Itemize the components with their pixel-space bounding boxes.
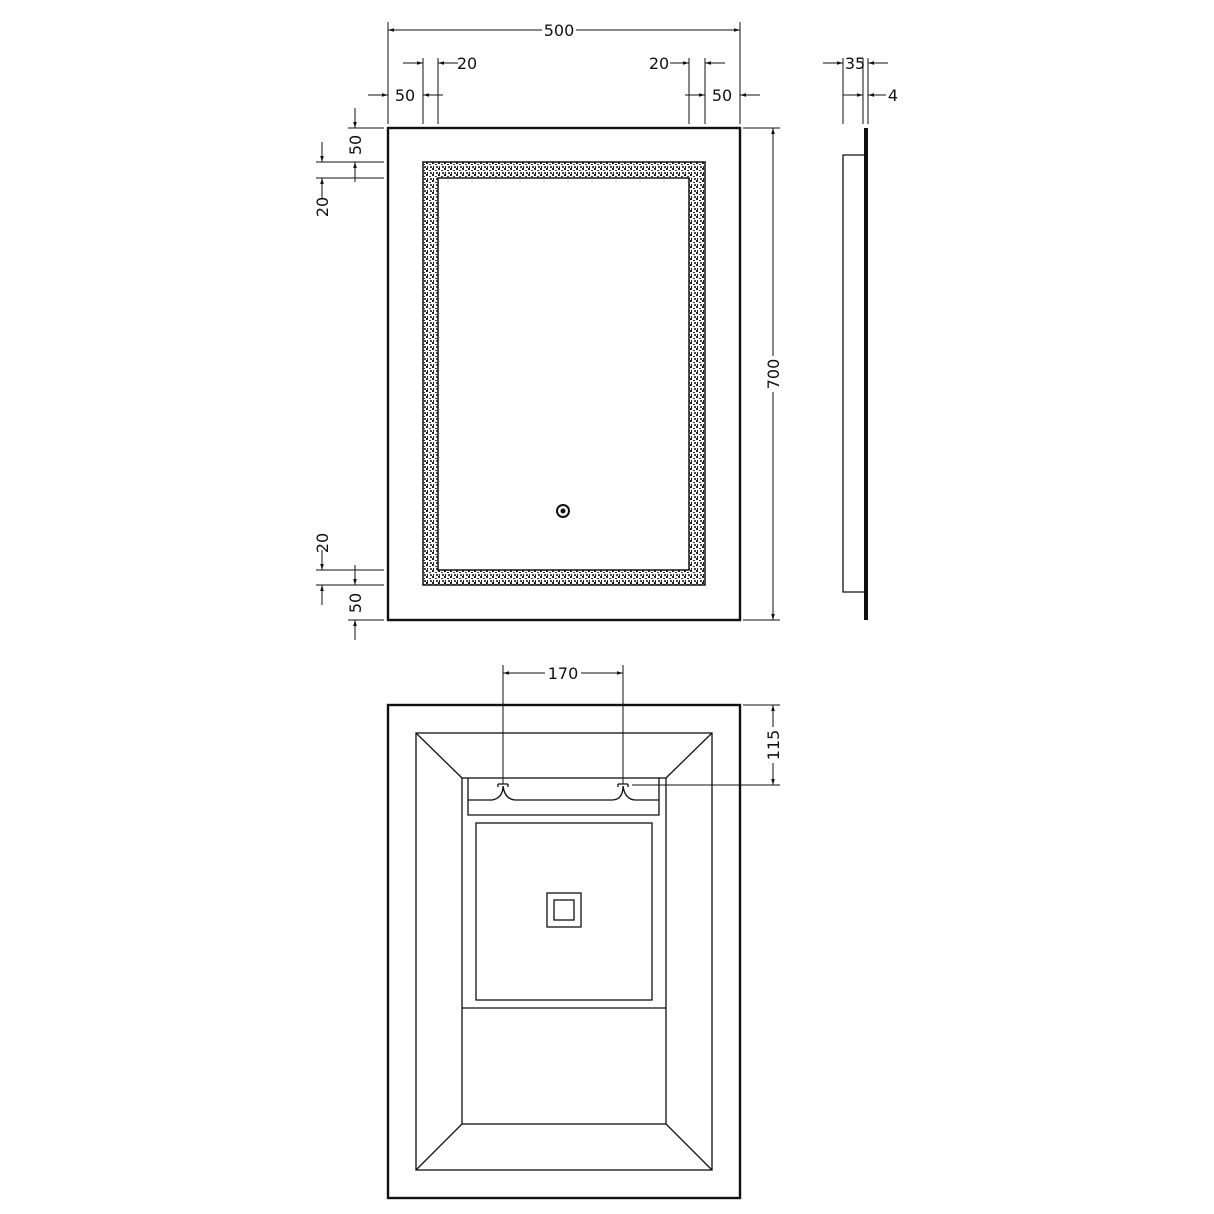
power-box	[546, 892, 582, 928]
dim-top-border: 50	[346, 135, 365, 155]
hanging-rail	[467, 778, 660, 816]
dim-right-border: 50	[712, 86, 732, 105]
dim-bottom-led: 20	[313, 533, 332, 553]
dim-top-led: 20	[313, 197, 332, 217]
dim-depth: 35	[845, 54, 865, 73]
touch-sensor-icon	[556, 504, 570, 518]
dim-glass: 4	[888, 86, 898, 105]
driver-box	[475, 822, 653, 1001]
dim-width: 500	[544, 21, 575, 40]
mirror-outline	[386, 126, 742, 622]
dim-left-led: 20	[457, 54, 477, 73]
hanging-brackets	[468, 785, 659, 801]
dim-bracket-drop: 115	[764, 730, 783, 761]
dim-height: 700	[764, 359, 783, 390]
front-dimensions: 500 50 20 20 50 700 50 20	[313, 20, 783, 640]
dim-left-border: 50	[395, 86, 415, 105]
dim-bracket-spacing: 170	[548, 664, 579, 683]
front-view	[386, 126, 742, 622]
led-strip-band	[422, 161, 706, 586]
side-view: 35 4	[823, 54, 898, 620]
dim-right-led: 20	[649, 54, 669, 73]
rear-dimensions: 170 115	[502, 664, 783, 786]
dim-bottom-border: 50	[346, 593, 365, 613]
rear-view	[386, 703, 742, 1200]
